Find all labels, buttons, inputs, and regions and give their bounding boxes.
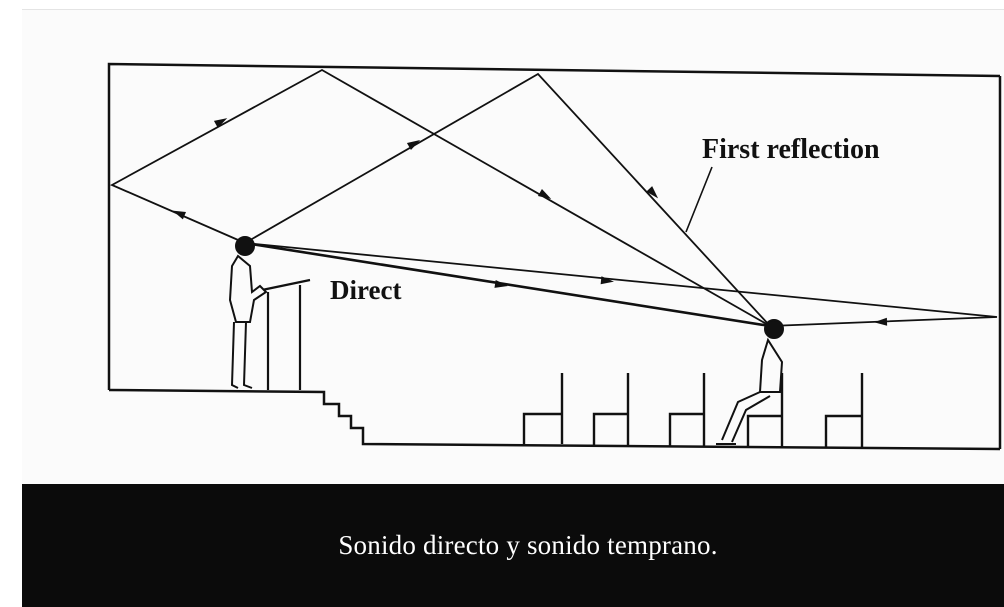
first-reflection-label: First reflection bbox=[702, 134, 880, 165]
lectern bbox=[261, 278, 311, 390]
arrowhead bbox=[494, 279, 508, 288]
arrowhead bbox=[213, 118, 228, 128]
arrowhead bbox=[537, 189, 552, 199]
reflection-rays bbox=[109, 68, 998, 328]
arrowhead bbox=[600, 276, 614, 285]
reflection-path-2 bbox=[244, 72, 771, 327]
ray-arrowheads bbox=[172, 118, 888, 326]
reflection-path-1 bbox=[109, 68, 771, 327]
chair bbox=[522, 373, 564, 444]
chair bbox=[824, 373, 864, 448]
arrowhead bbox=[874, 317, 888, 326]
chair bbox=[592, 373, 630, 445]
reflection-path-3 bbox=[244, 242, 998, 327]
speaker-figure bbox=[228, 236, 268, 389]
left-margin bbox=[0, 0, 22, 607]
chairs bbox=[522, 373, 864, 448]
arrowhead bbox=[406, 140, 421, 150]
direct-label: Direct bbox=[330, 275, 401, 305]
first-reflection-leader bbox=[685, 166, 713, 233]
left-wall-and-ceiling bbox=[107, 62, 1001, 390]
chair bbox=[746, 373, 784, 447]
caption-text: Sonido directo y sonido temprano. bbox=[338, 530, 718, 560]
listener-figure bbox=[716, 319, 784, 445]
arrowhead bbox=[172, 210, 187, 220]
stage-floor-and-steps bbox=[108, 388, 1001, 451]
caption-bar: Sonido directo y sonido temprano. bbox=[22, 484, 1004, 607]
room-outline bbox=[107, 62, 1002, 451]
direct-sound-ray bbox=[244, 241, 771, 328]
chair bbox=[668, 373, 706, 446]
arrowhead bbox=[646, 186, 659, 199]
top-divider bbox=[22, 9, 1004, 10]
